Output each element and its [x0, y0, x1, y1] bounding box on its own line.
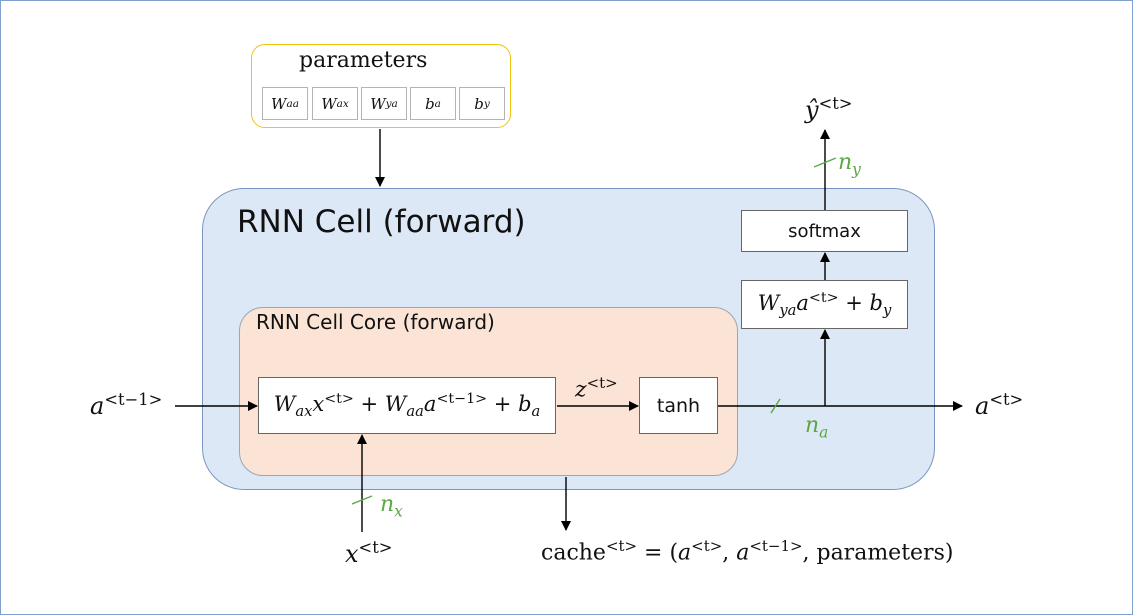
linear-combination-box: Waxx<t> + Waaa<t−1> + ba [258, 377, 556, 434]
a-prev-label: a<t−1> [90, 390, 163, 420]
parameters-title: parameters [299, 48, 428, 73]
ny-slash [813, 157, 837, 168]
n-x-label: nx [380, 492, 403, 521]
x-label: x<t> [345, 538, 393, 568]
cache-label: cache<t> = (a<t>, a<t−1>, parameters) [541, 537, 954, 566]
na-slash [770, 398, 781, 414]
n-a-label: na [805, 413, 829, 442]
n-y-label: ny [838, 150, 861, 179]
softmax-box: softmax [741, 210, 908, 252]
rnn-cell-title: RNN Cell (forward) [237, 204, 526, 240]
y-hat-label: ŷ<t> [805, 94, 853, 124]
tanh-box: tanh [639, 377, 718, 434]
a-next-label: a<t> [975, 390, 1024, 420]
output-linear-box: Wyaa<t> + by [741, 280, 908, 329]
z-label: z<t> [575, 374, 618, 403]
nx-slash [351, 495, 373, 505]
rnn-core-title: RNN Cell Core (forward) [256, 310, 495, 334]
